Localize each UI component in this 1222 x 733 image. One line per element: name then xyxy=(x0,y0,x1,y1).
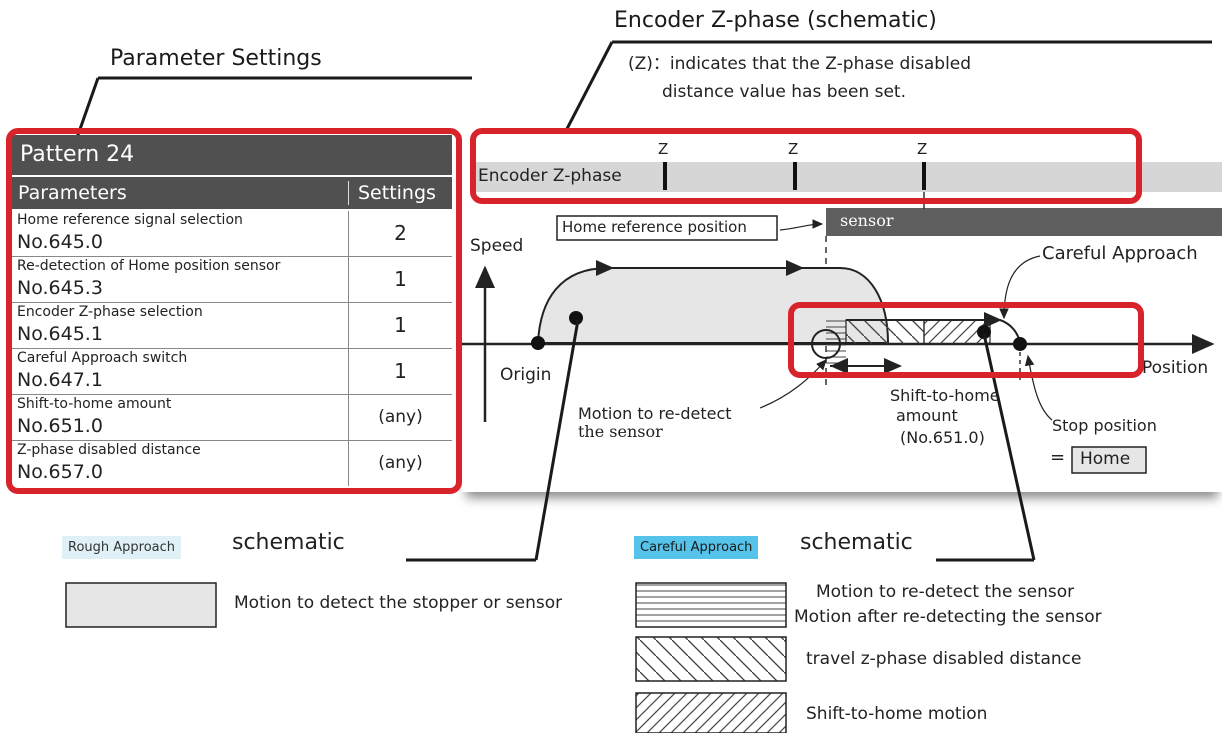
shift-label-2: amount xyxy=(896,406,958,425)
careful-schematic-title: schematic xyxy=(800,530,913,555)
origin-point xyxy=(531,336,545,350)
param-value: 2 xyxy=(348,211,452,256)
table-row: Careful Approach switch No.647.1 1 xyxy=(12,349,452,395)
z-mark xyxy=(663,162,667,190)
col-settings: Settings xyxy=(358,182,436,204)
rough-schematic-title: schematic xyxy=(232,530,345,555)
careful-hline-fill xyxy=(826,320,846,368)
z-mark xyxy=(922,162,926,190)
parameter-table: Pattern 24 Parameters Settings Home refe… xyxy=(12,135,452,487)
home-label: Home xyxy=(1080,449,1131,469)
param-name: Re-detection of Home position sensor xyxy=(17,258,281,274)
sensor-label: sensor xyxy=(840,211,894,230)
careful-legend-text-3: Shift-to-home motion xyxy=(806,704,988,724)
z-label-1: Z xyxy=(658,140,669,158)
param-value: (any) xyxy=(348,395,452,440)
position-label: Position xyxy=(1142,358,1209,378)
careful-approach-tag: Careful Approach xyxy=(634,536,759,559)
param-no: No.647.1 xyxy=(17,369,103,391)
table-highlight xyxy=(6,128,462,494)
shift-marker xyxy=(977,325,991,339)
origin-label: Origin xyxy=(500,365,552,385)
table-row: Home reference signal selection No.645.0… xyxy=(12,211,452,257)
param-name: Careful Approach switch xyxy=(17,350,188,366)
redetect-label-1: Motion to re-detect xyxy=(578,404,732,423)
param-name: Z-phase disabled distance xyxy=(17,442,201,458)
param-value: 1 xyxy=(348,349,452,394)
encoder-zphase-callout: Encoder Z-phase (schematic) xyxy=(614,8,937,33)
encoder-label: Encoder Z-phase xyxy=(478,166,622,186)
rough-swatch xyxy=(65,582,217,628)
redetect-label-2: the sensor xyxy=(578,422,663,441)
rough-legend-text: Motion to detect the stopper or sensor xyxy=(234,593,563,613)
param-value: 1 xyxy=(348,257,452,302)
shift-swatch xyxy=(635,692,787,733)
rough-approach-shape xyxy=(536,267,890,344)
rough-marker xyxy=(569,311,583,325)
param-name: Encoder Z-phase selection xyxy=(17,304,203,320)
shift-label-3: (No.651.0) xyxy=(900,428,985,447)
zdisabled-fill xyxy=(845,319,925,345)
redetect-swatch xyxy=(635,582,787,628)
param-name: Shift-to-home amount xyxy=(17,396,172,412)
table-row: Re-detection of Home position sensor No.… xyxy=(12,257,452,303)
rough-approach-tag: Rough Approach xyxy=(62,536,182,559)
careful-approach-label: Careful Approach xyxy=(1042,243,1198,264)
table-row: Encoder Z-phase selection No.645.1 1 xyxy=(12,303,452,349)
z-label-3: Z xyxy=(917,140,928,158)
careful-legend-text-1a: Motion to re-detect the sensor xyxy=(816,582,1075,602)
shift-label-1: Shift-to-home xyxy=(890,386,1000,405)
speed-label: Speed xyxy=(470,236,524,256)
param-no: No.657.0 xyxy=(17,461,103,483)
param-no: No.645.3 xyxy=(17,277,103,299)
table-row: Shift-to-home amount No.651.0 (any) xyxy=(12,395,452,441)
table-header-row: Parameters Settings xyxy=(12,177,452,209)
col-parameters: Parameters xyxy=(18,182,127,204)
equals-sign: = xyxy=(1050,447,1066,468)
sensor-band xyxy=(826,208,1222,236)
table-row: Z-phase disabled distance No.657.0 (any) xyxy=(12,441,452,487)
param-no: No.645.1 xyxy=(17,323,103,345)
careful-legend-text-1b: Motion after re-detecting the sensor xyxy=(794,607,1102,627)
home-box xyxy=(1071,446,1147,474)
z-note-line1: (Z)：indicates that the Z-phase disabled xyxy=(628,54,972,74)
encoder-highlight xyxy=(470,128,1142,204)
careful-legend-text-2: travel z-phase disabled distance xyxy=(806,649,1082,669)
home-reference-box xyxy=(556,215,778,241)
z-mark xyxy=(793,162,797,190)
pattern-title: Pattern 24 xyxy=(12,135,452,175)
zdisabled-swatch xyxy=(635,636,787,682)
param-name: Home reference signal selection xyxy=(17,212,243,228)
param-no: No.645.0 xyxy=(17,231,103,253)
encoder-band xyxy=(472,162,1222,192)
careful-approach-highlight xyxy=(788,302,1144,378)
stop-point xyxy=(1013,337,1027,351)
param-no: No.651.0 xyxy=(17,415,103,437)
parameter-settings-callout: Parameter Settings xyxy=(110,46,322,71)
param-value: (any) xyxy=(348,441,452,486)
z-label-2: Z xyxy=(788,140,799,158)
z-note-line2: distance value has been set. xyxy=(662,82,907,102)
stop-position-label: Stop position xyxy=(1052,416,1157,435)
param-value: 1 xyxy=(348,303,452,348)
home-reference-label: Home reference position xyxy=(562,218,747,236)
